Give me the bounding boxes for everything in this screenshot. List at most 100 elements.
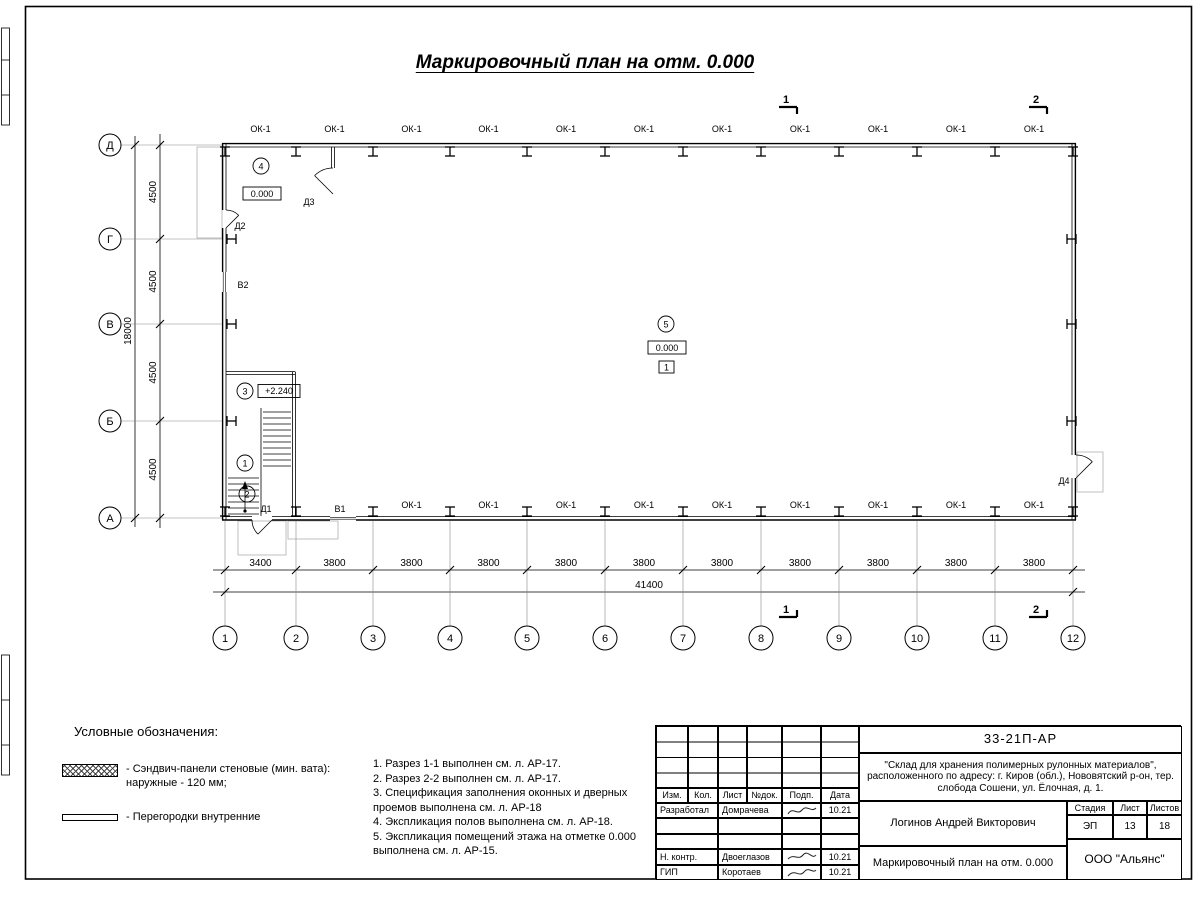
window-label: ОК-1 [556, 500, 576, 510]
dimension-total-width: 41400 [635, 580, 663, 591]
door-leaf [1075, 461, 1093, 479]
signature-cell [782, 865, 821, 880]
window-label: ОК-1 [712, 500, 732, 510]
row-axis-label: Г [107, 234, 113, 246]
note-line: 2. Разрез 2-2 выполнен см. л. АР-17. [373, 772, 561, 785]
note-line: 3. Спецификация заполнения оконных и две… [373, 787, 628, 814]
section-mark-label: 2 [1033, 94, 1039, 106]
col-axis-bubble [212, 625, 238, 651]
door-label: Д3 [303, 197, 314, 207]
col-header: Дата [821, 788, 859, 803]
dimension-label: 3400 [249, 558, 272, 569]
col-header: Кол. [688, 788, 718, 803]
window-label: ОК-1 [634, 124, 654, 134]
date-cell [821, 818, 859, 834]
row-axis-label: Д [106, 140, 114, 152]
section-marks: 1 2 1 2 [779, 94, 1049, 619]
col-axis-label: 10 [911, 633, 923, 645]
section-mark-label: 1 [783, 94, 789, 106]
dim-tick [912, 565, 922, 575]
legend-label: - Сэндвич-панели стеновые (мин. вата): н… [126, 763, 331, 790]
page-title: Маркировочный план на отм. 0.000 [415, 52, 755, 73]
door-swing-arc [251, 519, 259, 535]
dim-tick [368, 565, 378, 575]
row-axis-bubble [98, 133, 122, 157]
door-label: Д1 [260, 504, 271, 514]
dimension-label: 3800 [867, 558, 890, 569]
row-axis-label: А [106, 513, 114, 525]
partition-symbol [62, 814, 118, 821]
name-cell [718, 818, 782, 834]
window-label: ОК-1 [946, 500, 966, 510]
stair-start-dot [243, 509, 247, 513]
legend-title: Условные обозначения: [74, 724, 219, 739]
row-axis-label: В [106, 319, 113, 331]
role-cell [656, 818, 718, 834]
dimension-label: 3800 [789, 558, 812, 569]
window-label: ОК-1 [634, 500, 654, 510]
title-block: Изм. Кол. Лист №док. Подп. Дата Разработ… [655, 725, 1182, 880]
window-label: ОК-1 [1024, 500, 1044, 510]
change-log-cell [782, 726, 821, 788]
col-axis-bubble [514, 625, 540, 651]
document-number: 33-21П-АР [859, 726, 1182, 753]
window-label: ОК-1 [868, 500, 888, 510]
door-swing-arc [225, 209, 239, 216]
dim-tick [600, 565, 610, 575]
change-log-cell [747, 726, 782, 788]
date-cell: 10.21 [821, 803, 859, 818]
door-leaf [257, 519, 273, 535]
dimension-label: 4500 [148, 458, 159, 481]
note-line: 1. Разрез 1-1 выполнен см. л. АР-17. [373, 758, 561, 770]
col-axis-label: 12 [1067, 633, 1079, 645]
dim-tick [445, 565, 455, 575]
signature-cell [782, 818, 821, 834]
dimension-label: 3800 [711, 558, 734, 569]
window-label: ОК-1 [250, 124, 270, 134]
col-axis-bubble [1060, 625, 1086, 651]
room-number: 1 [242, 459, 247, 469]
window-label: ОК-1 [478, 500, 498, 510]
approver-name: Логинов Андрей Викторович [859, 801, 1067, 846]
col-axis-bubble [437, 625, 463, 651]
room-marker-labels: 4 0.000 5 0.000 1 3 +2.240 1 2 [242, 162, 678, 500]
door-label: Д2 [234, 221, 245, 231]
date-cell: 10.21 [821, 865, 859, 880]
room-number: 5 [663, 320, 668, 330]
window-label: ОК-1 [401, 124, 421, 134]
sheets-label: Листов [1147, 801, 1182, 815]
porch-outline [287, 520, 339, 540]
gate-label: В2 [237, 280, 248, 290]
interior-partitions [226, 147, 335, 517]
sheets-value: 18 [1147, 815, 1182, 839]
exterior-walls [221, 142, 1077, 521]
signature-icon [787, 806, 816, 814]
ramp-outline [196, 146, 223, 239]
elevation-box [257, 384, 301, 398]
dimension-label: 3800 [945, 558, 968, 569]
porch-outline [1076, 451, 1104, 493]
sheet-label: Лист [1113, 801, 1147, 815]
dim-tick [522, 565, 532, 575]
room-number-bubble [657, 315, 675, 333]
window-label: ОК-1 [712, 124, 732, 134]
role-cell: ГИП [656, 865, 718, 880]
name-cell: Двоеглазов [718, 849, 782, 865]
dimension-label: 4500 [148, 180, 159, 203]
col-header: Подп. [782, 788, 821, 803]
col-header: №док. [747, 788, 782, 803]
room-number: 3 [242, 387, 247, 397]
room-number-bubble [252, 157, 270, 175]
sheet-frame [1, 5, 1193, 880]
change-log-cell [688, 726, 718, 788]
dim-tick [155, 513, 165, 523]
dim-tick [678, 565, 688, 575]
col-axis-bubble [826, 625, 852, 651]
col-axis-bubble [904, 625, 930, 651]
door-leaf [314, 175, 334, 195]
note-line: 5. Экспликация помещений этажа на отметк… [373, 830, 637, 858]
dimension-label: 3800 [633, 558, 656, 569]
signature-cell [782, 849, 821, 865]
dim-tick [834, 565, 844, 575]
